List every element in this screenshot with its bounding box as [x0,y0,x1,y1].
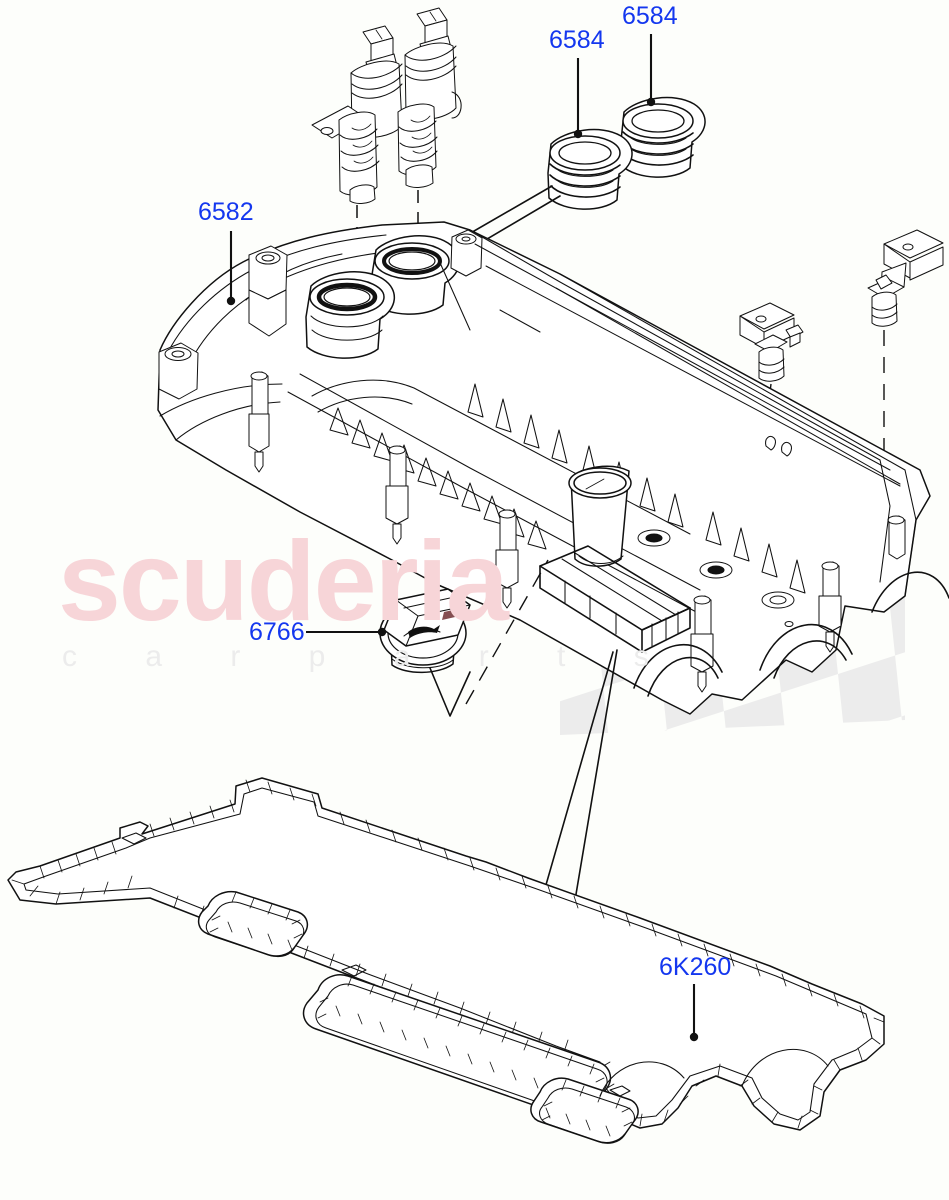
part-label-6K260[interactable]: 6K260 [659,953,732,981]
camshaft-position-sensor-left [739,302,804,576]
gasket-small-square [197,890,309,958]
cover-cam-opening-left [305,271,395,359]
camshaft-cover-seal-left [547,128,633,210]
camshaft-timing-solenoid-left [311,25,403,312]
callout-leader-lines [226,34,699,1042]
camshaft-timing-solenoid-right [397,7,462,292]
gasket-small-square-2 [530,1077,639,1144]
cover-bottom-arches [633,571,949,697]
gasket-assembly-leaders [532,649,618,943]
breather-grid-panel [539,545,691,653]
cover-locating-pins [248,371,906,693]
camshaft-cover-body [157,221,949,715]
camshaft-cover-seal-right [620,96,706,178]
oil-filler-cap [379,559,549,717]
camshaft-cover-gasket [7,777,885,1144]
part-label-6766[interactable]: 6766 [249,618,305,646]
part-label-6582[interactable]: 6582 [198,198,254,226]
oil-filler-neck [568,465,632,567]
part-label-6584-left[interactable]: 6584 [549,26,605,54]
part-label-6584-right[interactable]: 6584 [622,2,678,30]
